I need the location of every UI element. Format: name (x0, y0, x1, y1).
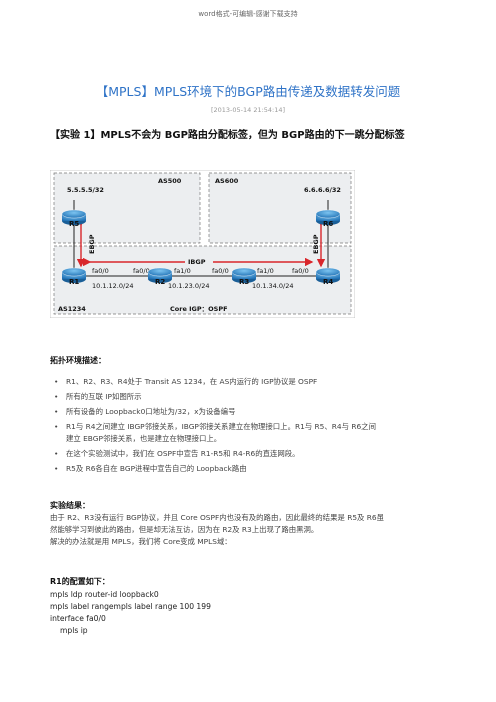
config-line: mpls label rangempls label range 100 199 (50, 602, 211, 611)
router-label: R2 (155, 278, 165, 286)
core-igp-label: Core IGP：OSPF (170, 305, 228, 313)
list-item: 建立 EBGP邻接关系，也是建立在物理接口上。 (66, 434, 222, 443)
iface-label: fa0/0 (212, 267, 229, 275)
page-title: 【MPLS】MPLS环境下的BGP路由传递及数据转发问题 (95, 84, 401, 99)
router-label: R6 (323, 220, 333, 228)
subnet-label: 10.1.12.0/24 (92, 282, 133, 290)
router-r1-icon: R1 (61, 267, 87, 286)
r6-loopback: 6.6.6.6/32 (304, 186, 341, 194)
config-block: mpls ldp router-id loopback0 mpls label … (50, 589, 450, 637)
router-r5-icon: R5 (61, 209, 87, 228)
router-label: R3 (239, 278, 249, 286)
ibgp-label: IBGP (188, 258, 206, 266)
result-heading: 实验结果： (50, 501, 90, 510)
iface-label: fa0/0 (92, 267, 109, 275)
iface-label: fa0/0 (292, 267, 309, 275)
router-r4-icon: R4 (315, 267, 341, 286)
ebgp-left-label: EBGP (88, 234, 96, 254)
as500-label: AS500 (158, 177, 182, 185)
iface-label: fa0/0 (133, 267, 150, 275)
topology-diagram: AS500 AS600 AS1234 Core IGP：OSPF 5.5.5.5… (50, 170, 355, 318)
experiment-heading: 【实验 1】MPLS不会为 BGP路由分配标签，但为 BGP路由的下一跳分配标签 (50, 130, 405, 141)
as600-box (208, 172, 352, 244)
router-label: R1 (69, 278, 79, 286)
iface-label: fa1/0 (174, 267, 191, 275)
result-paragraph: 由于 R2、R3没有运行 BGP协议，并且 Core OSPF内也没有及的路由，… (50, 513, 385, 546)
header-note: word格式-可编辑-感谢下载支持 (198, 10, 298, 18)
router-label: R5 (69, 220, 79, 228)
list-item: •所有设备的 Loopback0口地址为/32，x为设备编号 (54, 407, 236, 416)
config-line: mpls ip (60, 626, 88, 635)
config-line: mpls ldp router-id loopback0 (50, 590, 159, 599)
router-r6-icon: R6 (315, 209, 341, 228)
r5-loopback: 5.5.5.5/32 (67, 186, 104, 194)
router-r3-icon: R3 (231, 267, 257, 286)
list-item: •R1、R2、R3、R4处于 Transit AS 1234，在 AS内运行的 … (54, 377, 318, 386)
list-item: •在这个实验测试中，我们在 OSPF中宣告 R1-R5和 R4-R6的直连网段。 (54, 449, 300, 458)
list-item: •所有的互联 IP如图所示 (54, 392, 142, 401)
subnet-label: 10.1.23.0/24 (168, 282, 209, 290)
config-heading: R1的配置如下： (50, 577, 110, 586)
topology-list: •R1、R2、R3、R4处于 Transit AS 1234，在 AS内运行的 … (50, 376, 450, 475)
post-date: [2013-05-14 21:54:14] (210, 106, 286, 114)
config-line: interface fa0/0 (50, 614, 106, 623)
router-r2-icon: R2 (147, 267, 173, 286)
iface-label: fa1/0 (257, 267, 274, 275)
router-label: R4 (323, 278, 333, 286)
list-item: •R1与 R4之间建立 IBGP邻接关系，IBGP邻接关系建立在物理接口上。R1… (54, 422, 376, 431)
as1234-label: AS1234 (58, 305, 86, 313)
as600-label: AS600 (215, 177, 239, 185)
ebgp-right-label: EBGP (312, 234, 320, 254)
subnet-label: 10.1.34.0/24 (252, 282, 293, 290)
topology-heading: 拓扑环境描述： (50, 356, 106, 365)
list-item: •R5及 R6各自在 BGP进程中宣告自己的 Loopback路由 (54, 464, 247, 473)
